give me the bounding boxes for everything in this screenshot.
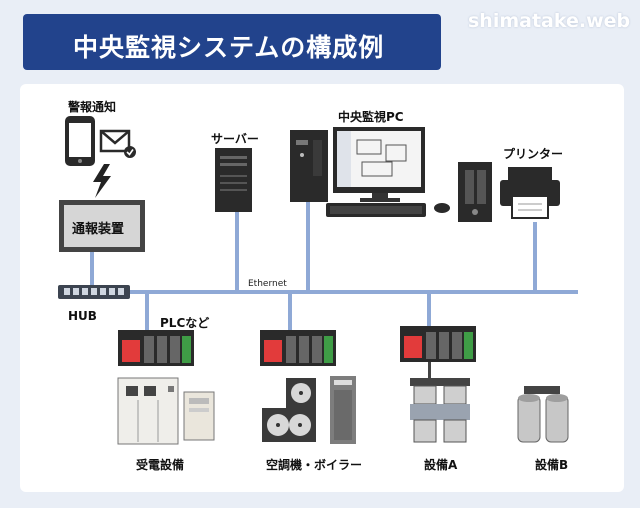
alert-label: 警報通知: [68, 100, 117, 114]
power-equipment-label: 受電設備: [136, 458, 185, 472]
boiler-icon: [330, 376, 356, 444]
equipment-b-label: 設備B: [535, 458, 569, 472]
server-label: サーバー: [211, 132, 259, 146]
plc-label: PLCなど: [160, 316, 210, 330]
notifier-device-icon: [59, 200, 145, 252]
mouse-icon: [434, 203, 450, 213]
equipment-a-label: 設備A: [424, 458, 458, 472]
pc-tower-icon: [290, 130, 328, 202]
hvac-boiler-label: 空調機・ボイラー: [266, 458, 363, 472]
hub-icon: [58, 285, 130, 299]
mail-icon: [99, 129, 136, 158]
equipment-a-icon: [410, 362, 470, 443]
brand-watermark: shimatake.web: [468, 10, 631, 32]
server-icon: [215, 148, 252, 212]
hub-label: HUB: [68, 309, 97, 323]
equipment-b-icon: [517, 386, 569, 443]
printer-icon: [500, 167, 560, 219]
printer-label: プリンター: [503, 147, 564, 161]
central-pc-label: 中央監視PC: [338, 110, 404, 124]
monitor-icon: [333, 127, 425, 202]
network-lines: [60, 200, 578, 330]
keyboard-icon: [326, 203, 426, 217]
plc-unit-power: [118, 330, 194, 366]
page-title: 中央監視システムの構成例: [73, 33, 385, 62]
notifier-label: 通報装置: [72, 222, 125, 237]
power-cabinet-icon: [117, 377, 215, 445]
title-banner: 中央監視システムの構成例: [23, 14, 441, 70]
hvac-unit-icon: [262, 378, 316, 442]
smartphone-icon: [65, 116, 95, 166]
ethernet-label: Ethernet: [248, 279, 287, 289]
speaker-box-icon: [458, 162, 492, 222]
plc-unit-equip-a: [400, 326, 476, 362]
lightning-icon: [93, 164, 111, 198]
plc-unit-hvac: [260, 330, 336, 366]
